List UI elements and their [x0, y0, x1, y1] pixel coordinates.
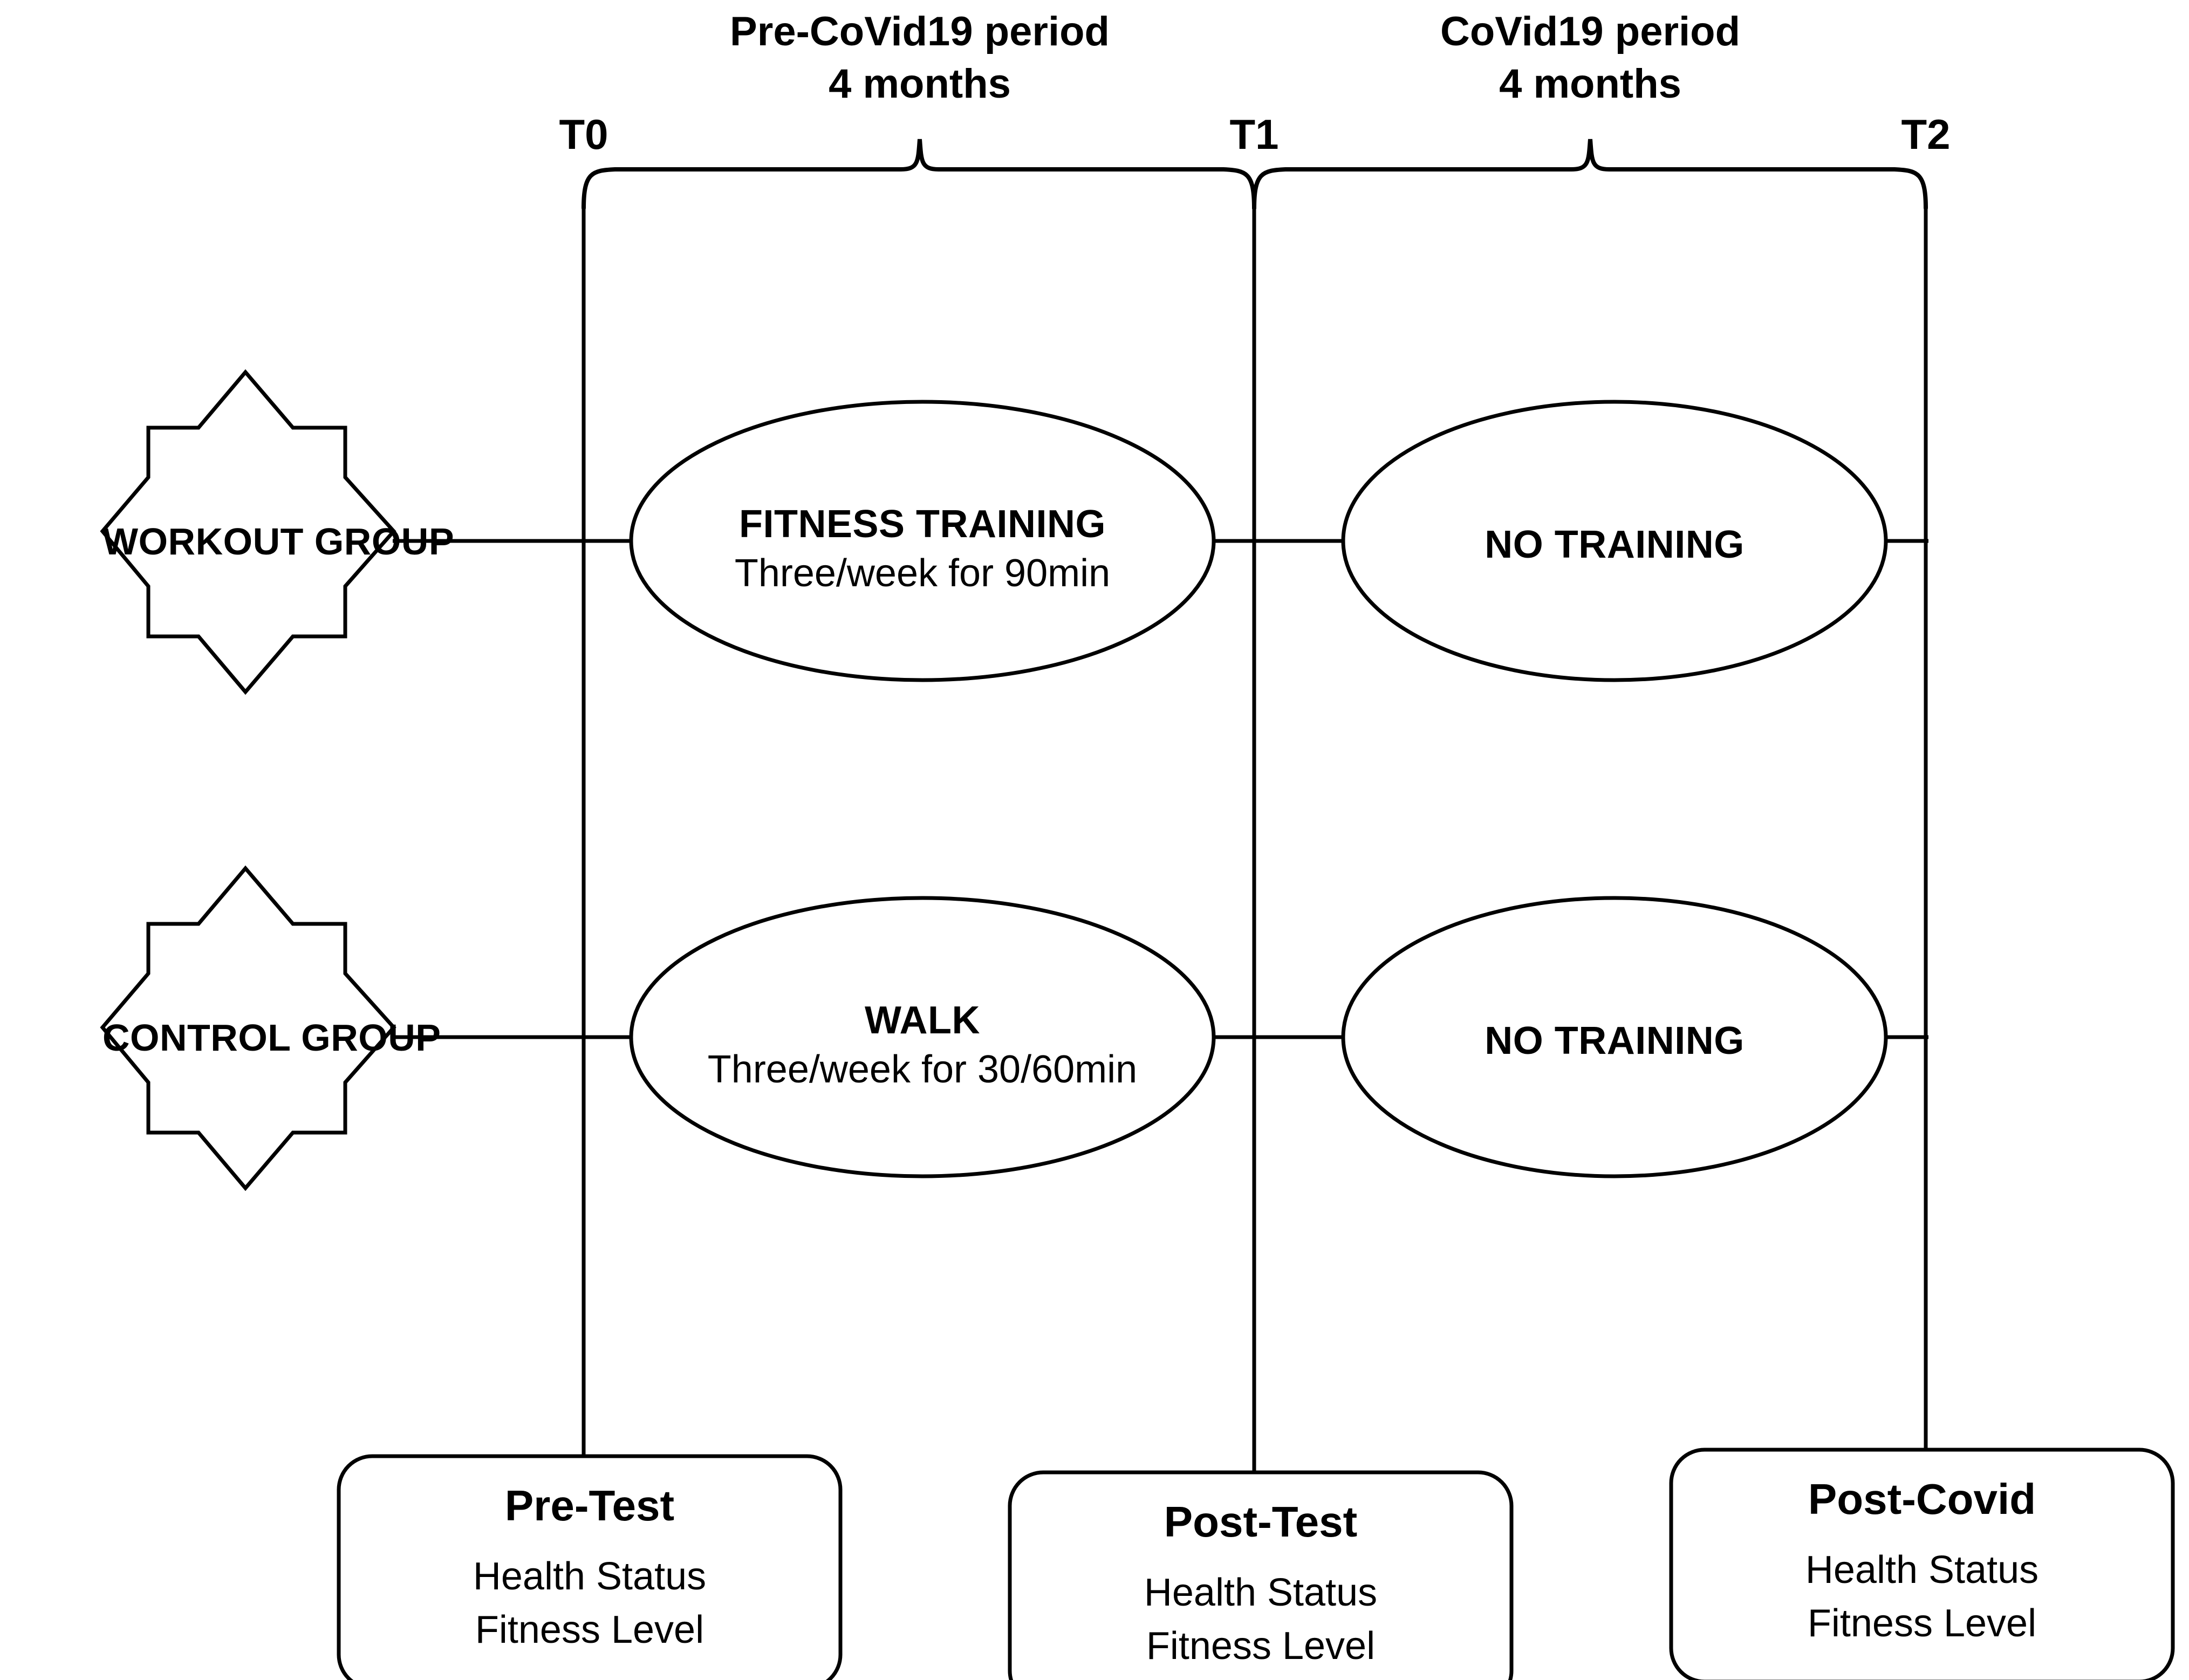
ellipse-walk	[629, 896, 1216, 1178]
assessment-post-covid: Post-Covid Health Status Fitness Level	[1671, 1474, 2173, 1647]
assessment-measure-pre-test-0: Health Status	[473, 1555, 707, 1599]
assessment-measure-post-test-0: Health Status	[1144, 1571, 1378, 1615]
assessment-post-test: Post-Test Health Status Fitness Level	[1010, 1497, 1511, 1669]
ellipse-no-training-workout	[1341, 400, 1888, 682]
activity-detail-workout-pre: Three/week for 90min	[734, 551, 1111, 595]
activity-title-workout-pre: FITNESS TRAINING	[738, 503, 1106, 546]
period-duration-pre-covid: 4 months	[829, 61, 1011, 107]
timepoint-label-t2: T2	[1901, 111, 1951, 158]
group-label-workout: WORKOUT GROUP	[102, 520, 455, 563]
period-label-covid: CoVid19 period 4 months	[1385, 5, 1795, 111]
activity-title-workout-covid: NO TRAINING	[1485, 523, 1745, 566]
activity-title-control-pre: WALK	[865, 999, 980, 1042]
period-duration-covid: 4 months	[1499, 61, 1681, 107]
activity-detail-control-pre: Three/week for 30/60min	[707, 1047, 1138, 1091]
timepoint-label-t1: T1	[1229, 111, 1279, 158]
brace-covid-period	[1252, 139, 1928, 210]
activity-control-covid: NO TRAINING	[1343, 1018, 1886, 1064]
assessment-measure-post-covid-0: Health Status	[1805, 1548, 2039, 1592]
period-name-pre-covid: Pre-CoVid19 period	[730, 9, 1110, 54]
activity-workout-covid: NO TRAINING	[1343, 522, 1886, 568]
activity-workout-pre: FITNESS TRAINING Three/week for 90min	[631, 502, 1214, 596]
star-control-group	[100, 865, 396, 1191]
period-name-covid: CoVid19 period	[1440, 9, 1741, 54]
assessment-title-post-test: Post-Test	[1164, 1498, 1358, 1546]
brace-pre-covid-period	[582, 139, 1256, 210]
assessment-measure-post-test-1: Fitness Level	[1146, 1624, 1376, 1668]
assessment-measure-post-covid-1: Fitness Level	[1807, 1602, 2037, 1645]
assessment-title-post-covid: Post-Covid	[1808, 1475, 2036, 1523]
box-pre-test	[337, 1454, 843, 1680]
activity-title-control-covid: NO TRAINING	[1485, 1019, 1745, 1062]
assessment-measure-pre-test-1: Fitness Level	[475, 1608, 704, 1652]
assessment-pre-test: Pre-Test Health Status Fitness Level	[339, 1480, 840, 1653]
assessment-title-pre-test: Pre-Test	[504, 1482, 675, 1530]
star-workout-group	[100, 369, 396, 695]
timepoint-label-t0: T0	[559, 111, 608, 158]
activity-control-pre: WALK Three/week for 30/60min	[631, 998, 1214, 1093]
box-post-test	[1008, 1470, 1514, 1680]
box-post-covid	[1669, 1448, 2175, 1680]
period-label-pre-covid: Pre-CoVid19 period 4 months	[715, 5, 1125, 111]
ellipse-fitness-training	[629, 400, 1216, 682]
group-label-control: CONTROL GROUP	[102, 1017, 441, 1059]
ellipse-no-training-control	[1341, 896, 1888, 1178]
